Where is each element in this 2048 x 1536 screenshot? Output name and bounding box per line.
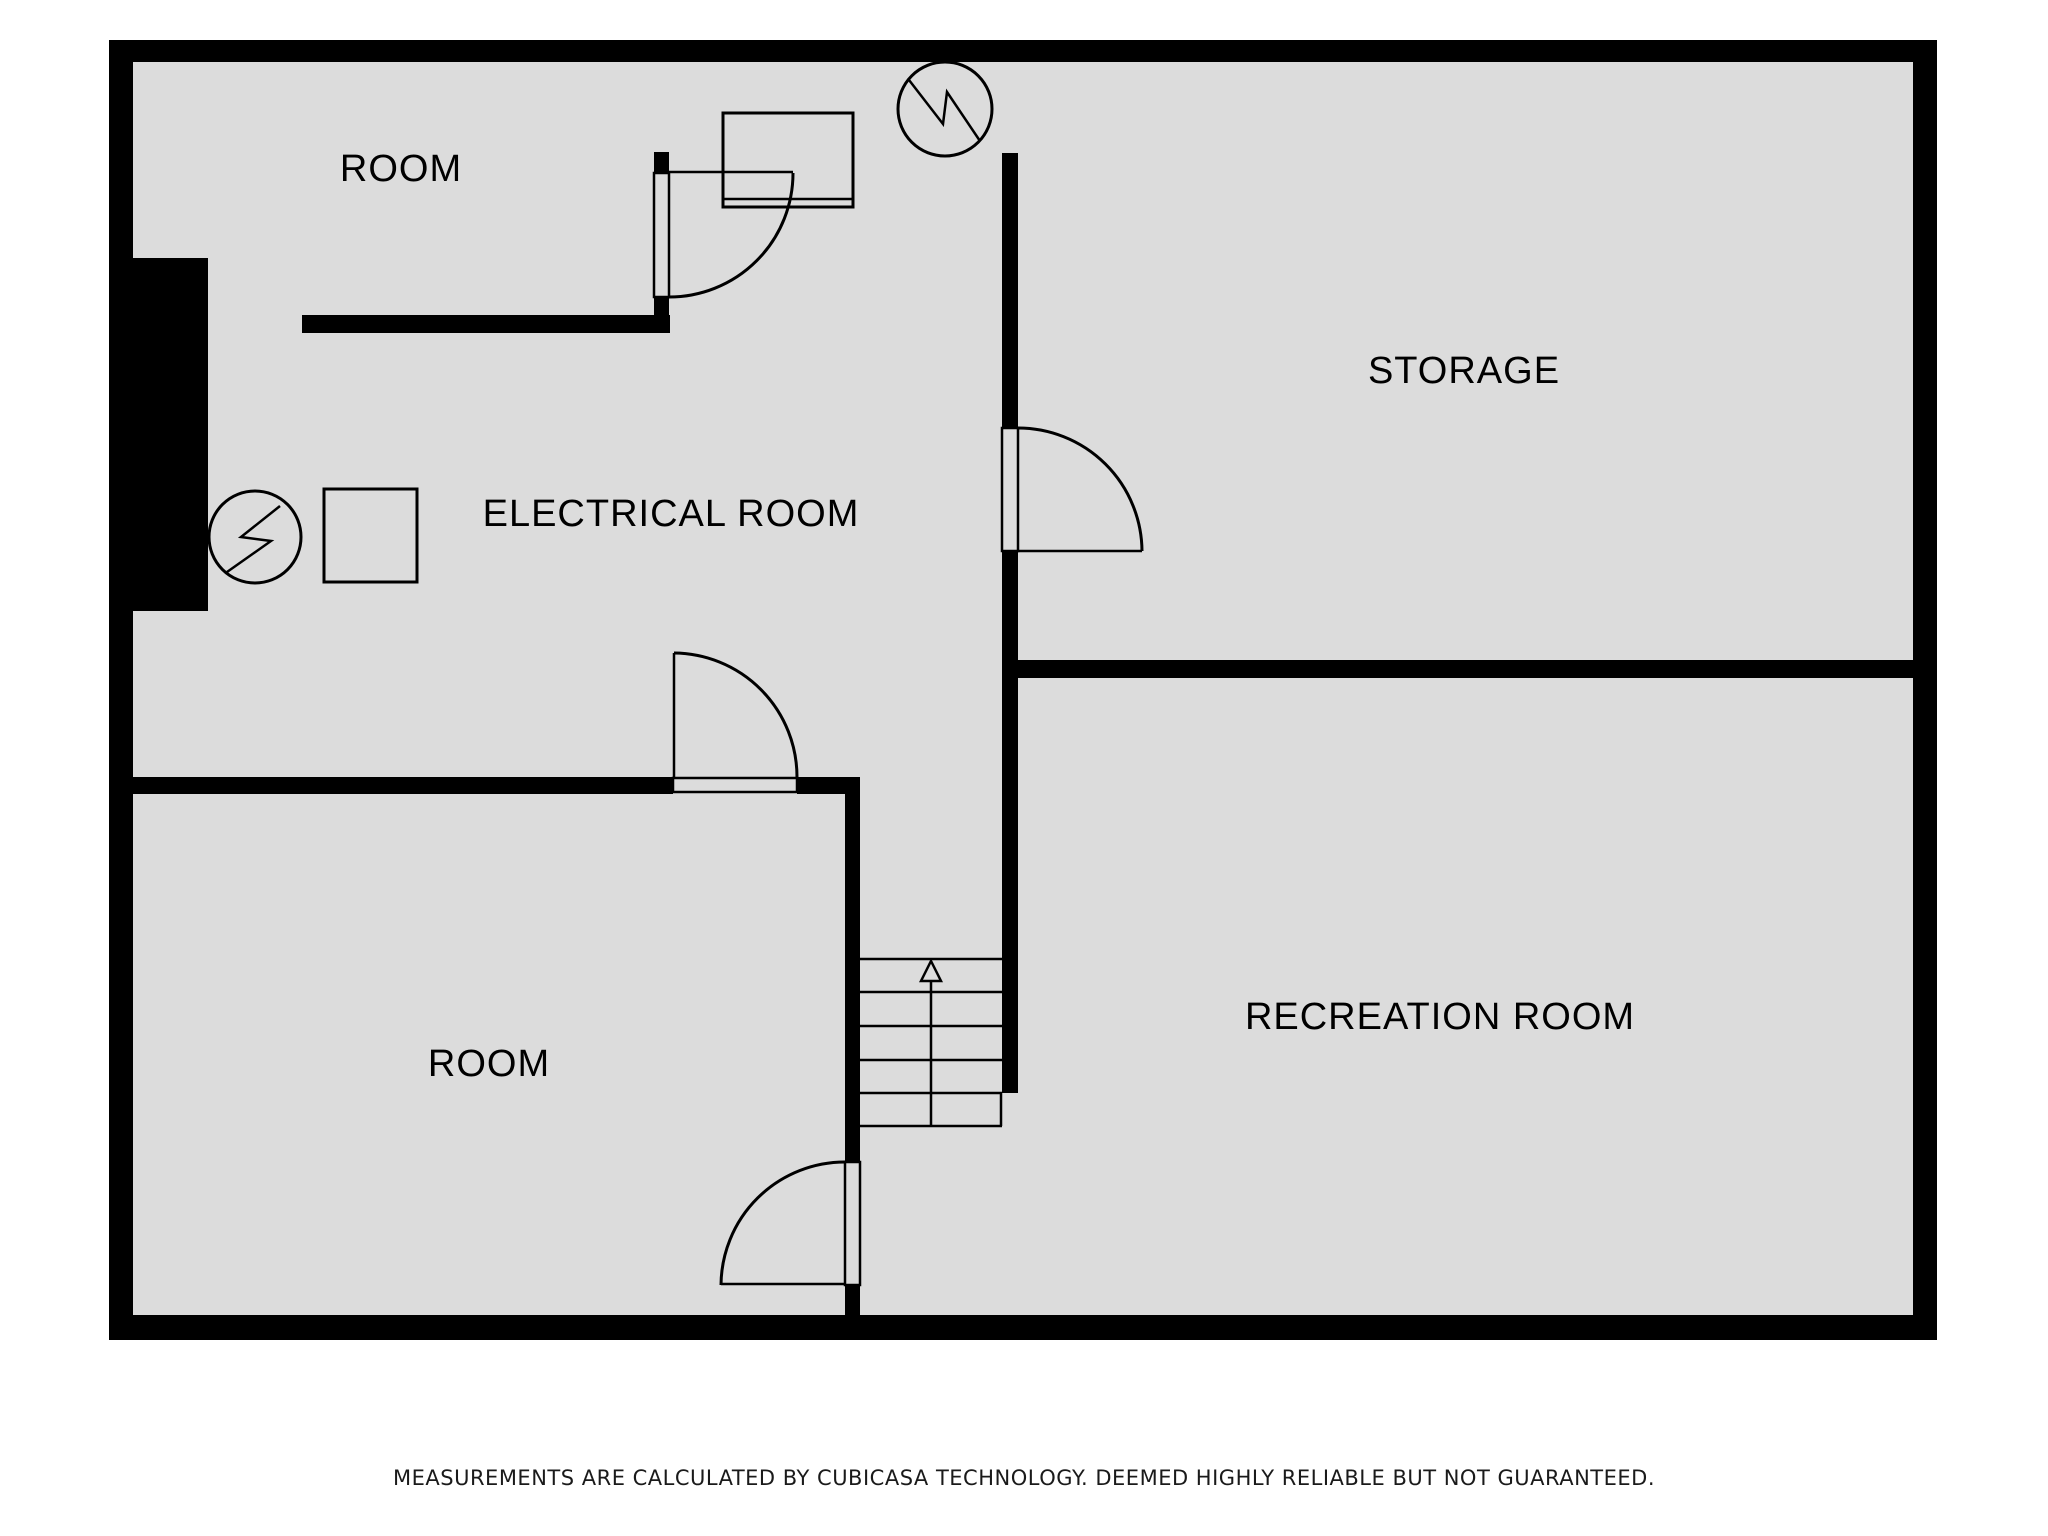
wall-chimney-block — [109, 258, 208, 611]
interior-walls — [133, 152, 1913, 1315]
room-label-storage: STORAGE — [1368, 350, 1560, 392]
door-electrical-room — [671, 651, 799, 794]
floor-area — [133, 62, 1913, 1315]
wall-vertical-storage-lower — [1002, 551, 1018, 1093]
door-frame — [652, 171, 671, 299]
wall-stub-above-door1 — [654, 152, 669, 173]
door-frame — [1000, 426, 1020, 553]
electrical-panel-symbol — [207, 489, 303, 585]
door-swing-arc — [719, 1160, 846, 1286]
wall-room-bottom-top-right — [797, 777, 860, 794]
staircase — [860, 957, 1003, 1128]
stairs-up-arrow — [918, 958, 944, 983]
disclaimer-text: MEASUREMENTS ARE CALCULATED BY CUBICASA … — [393, 1466, 1655, 1490]
room-label-electrical-room: ELECTRICAL ROOM — [483, 493, 860, 535]
lightning-bolt-icon — [908, 79, 982, 142]
electrical-meter-symbol — [896, 60, 994, 158]
wall-room-top-bottom — [302, 315, 670, 333]
room-label-recreation-room: RECREATION ROOM — [1245, 996, 1635, 1038]
door-room-top — [652, 170, 795, 299]
door-swing-arc — [668, 172, 795, 299]
electrical-symbol-circle — [896, 60, 994, 158]
wall-outer-bottom — [109, 1315, 1937, 1340]
electrical-box-symbol — [322, 487, 419, 584]
door-swing-arc — [673, 651, 799, 778]
door-room-bottom — [719, 1160, 862, 1287]
electrical-symbol-circle — [207, 489, 303, 585]
wall-room-bottom-top-left — [133, 777, 673, 794]
wall-outer-right — [1913, 40, 1937, 1340]
room-label-room-bottom: ROOM — [428, 1043, 550, 1085]
wall-room-bottom-right-upper — [845, 794, 860, 1162]
wall-storage-bottom — [1018, 660, 1913, 678]
wall-room-bottom-right-lower — [845, 1285, 860, 1315]
room-label-room-top: ROOM — [340, 148, 462, 190]
wall-stub-below-door1 — [654, 297, 669, 333]
door-frame — [671, 776, 799, 794]
door-swing-arc — [1017, 426, 1144, 552]
door-storage — [1000, 426, 1144, 553]
lightning-bolt-icon — [226, 505, 281, 574]
door-frame — [843, 1160, 862, 1287]
outer-walls — [109, 40, 1937, 1340]
wall-outer-top — [109, 40, 1937, 62]
wall-outer-left — [109, 40, 133, 1340]
wall-vertical-storage-upper — [1002, 153, 1018, 428]
